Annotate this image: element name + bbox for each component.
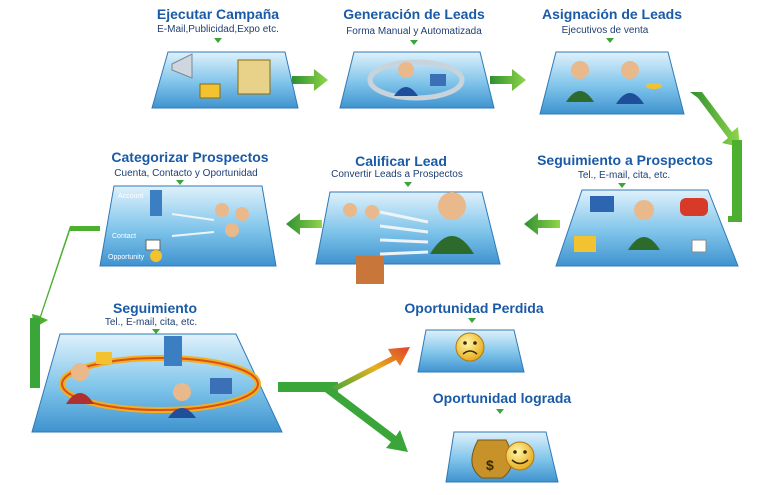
arrow-branch-trunk: [278, 382, 338, 392]
sales-rep-icon: [438, 192, 466, 220]
sub-generacion: Forma Manual y Automatizada: [346, 26, 482, 37]
building-icon: [164, 336, 182, 366]
megaphone-icon: [171, 53, 193, 79]
panel-perdida: [417, 329, 525, 373]
sad-face-icon: [455, 332, 485, 362]
panel-seguimiento: [31, 333, 283, 433]
computer-icon: [430, 74, 446, 86]
arrow-4-5: [524, 213, 560, 235]
dollar-icon: [150, 250, 162, 262]
dollar-card-icon: [210, 378, 232, 394]
connector-arrows: [30, 69, 742, 452]
prospect-icon: [225, 223, 239, 237]
sales-rep-icon: [173, 383, 191, 401]
sub-ejecutar: E-Mail,Publicidad,Expo etc.: [157, 24, 279, 35]
sales-rep-icon: [398, 62, 414, 78]
brochure-icon: [237, 59, 271, 95]
title-ejecutar: Ejecutar Campaña: [156, 6, 280, 22]
database-icon: [646, 83, 662, 89]
handshake-icon: [356, 256, 384, 284]
contact-card-icon: [145, 239, 161, 251]
panel-calificar: [315, 191, 501, 284]
arrow-3-4: [690, 92, 740, 147]
tick-categorizar: [176, 180, 184, 185]
tick-perdida: [468, 318, 476, 323]
mailbox-icon: [680, 198, 708, 216]
svg-text:$: $: [486, 457, 494, 473]
building-icon: [150, 190, 162, 216]
label-opportunity: Opportunity: [108, 254, 145, 261]
tick-ejecutar: [214, 38, 222, 43]
sub-calificar: Convertir Leads a Prospectos: [331, 169, 463, 180]
prospect-icon: [215, 203, 229, 217]
panel-asignacion: [539, 51, 685, 115]
customer-icon: [71, 363, 89, 381]
panel-seguimiento-prospectos: [555, 189, 739, 267]
title-perdida: Oportunidad Perdida: [404, 300, 544, 316]
arrow-5-6: [286, 213, 322, 235]
tick-seguimiento-prospectos: [618, 183, 626, 188]
email-icon: [574, 236, 596, 252]
prospect-icon: [365, 205, 379, 219]
prospect-icon: [343, 203, 357, 217]
arrow-6-7: [32, 226, 100, 328]
sub-seguimiento: Tel., E-mail, cita, etc.: [104, 317, 198, 328]
sub-seguimiento-prospectos: Tel., E-mail, cita, etc.: [577, 170, 671, 181]
tick-lograda: [496, 409, 504, 414]
title-generacion: Generación de Leads: [343, 6, 485, 22]
panel-categorizar: Account Contact Opportunity: [99, 185, 277, 267]
arrow-won: [325, 386, 408, 452]
funnel-arrows: [379, 210, 429, 256]
panel-generacion: [339, 51, 495, 109]
arrow-4-right-trunk: [728, 140, 742, 222]
arrow-2-3: [490, 69, 526, 91]
tick-asignacion: [606, 38, 614, 43]
sales-rep-icon: [571, 61, 589, 79]
coffee-icon: [691, 239, 707, 253]
tick-seguimiento: [152, 329, 160, 334]
label-account: Account: [118, 193, 143, 200]
email-icon: [199, 83, 221, 99]
arrow-lost: [330, 347, 410, 392]
prospect-icon: [235, 207, 249, 221]
sales-rep-icon: [621, 61, 639, 79]
title-seguimiento-prospectos: Seguimiento a Prospectos: [537, 152, 713, 168]
sub-categorizar: Cuenta, Contacto y Oportunidad: [114, 168, 258, 179]
title-lograda: Oportunidad lograda: [432, 390, 572, 406]
panel-lograda: $: [445, 431, 559, 483]
sub-asignacion: Ejecutivos de venta: [561, 25, 649, 36]
title-calificar: Calificar Lead: [355, 153, 447, 169]
title-seguimiento: Seguimiento: [112, 300, 198, 316]
title-asignacion: Asignación de Leads: [541, 6, 683, 22]
arrow-7-left-trunk: [30, 318, 40, 388]
phone-icon: [590, 196, 614, 212]
tick-generacion: [410, 40, 418, 45]
email-icon: [96, 352, 112, 364]
label-contact: Contact: [112, 233, 136, 240]
sales-rep-icon: [634, 200, 654, 220]
panel-ejecutar: [151, 51, 299, 109]
title-categorizar: Categorizar Prospectos: [111, 149, 269, 165]
happy-face-icon: [505, 441, 535, 471]
tick-calificar: [404, 182, 412, 187]
arrow-1-2: [292, 69, 328, 91]
